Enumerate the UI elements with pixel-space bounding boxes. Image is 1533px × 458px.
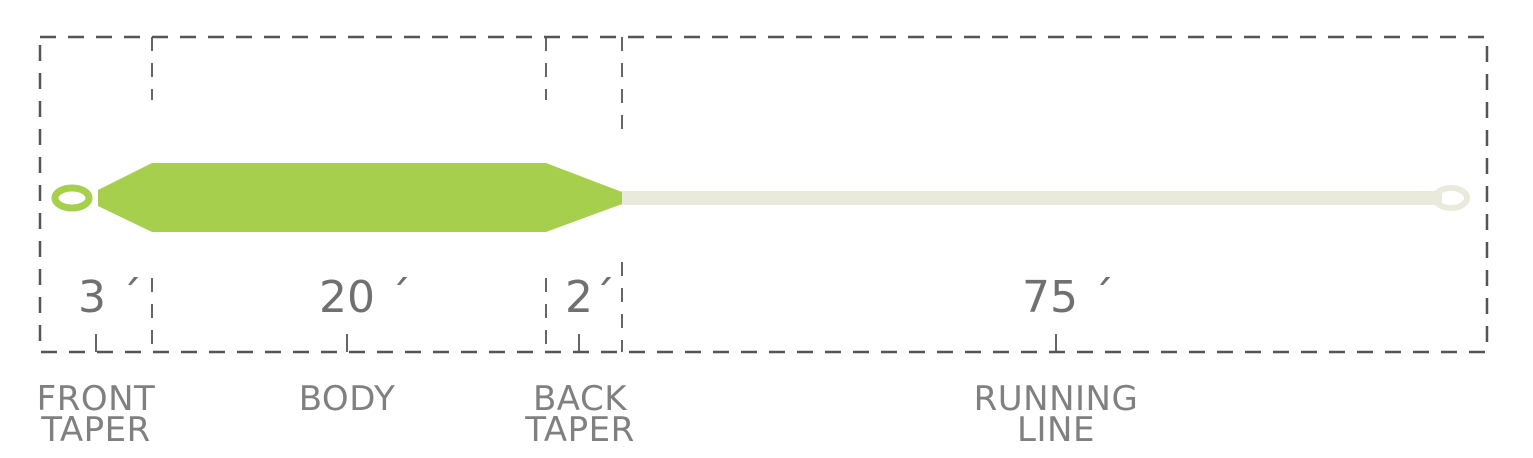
label-front-taper-line2: TAPER [41,409,151,450]
length-body: 20 ´ [319,272,411,323]
label-running-line-line1: RUNNING [973,379,1139,419]
label-front-taper-line1: FRONT [36,379,156,419]
rear-loop [1432,185,1470,211]
outer-dashed-frame [38,35,1489,354]
label-running-line-line2: LINE [1017,409,1095,450]
length-running-line: 75 ´ [1022,272,1114,323]
label-back-taper-line1: BACK [532,379,628,419]
length-front-taper: 3 ´ [78,272,142,323]
label-body-line1: BODY [298,379,396,419]
label-back-taper-line2: TAPER [525,409,635,450]
line-head-shape [98,163,622,232]
label-front-taper: FRONT TAPER [16,379,176,450]
length-back-taper: 2´ [565,272,615,323]
label-back-taper: BACK TAPER [500,379,660,450]
label-running-line: RUNNING LINE [946,379,1166,450]
label-body: BODY [267,379,427,419]
running-line-strip [616,191,1442,205]
front-loop [51,184,93,212]
